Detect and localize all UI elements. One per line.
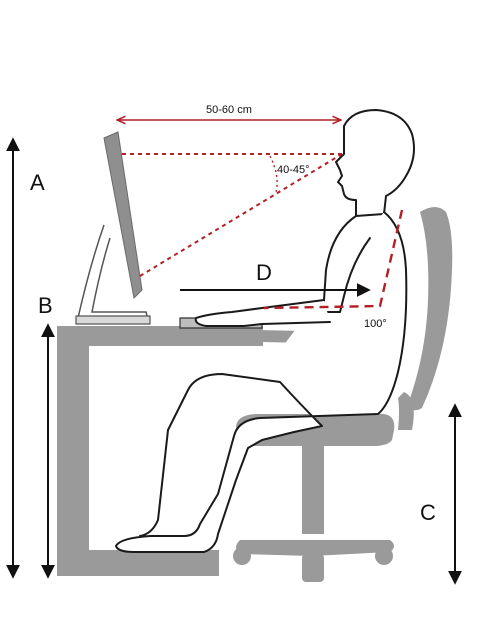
- chair-base: [236, 540, 394, 556]
- chair-column: [302, 446, 324, 534]
- chair-backrest: [408, 207, 453, 411]
- monitor-base: [75, 315, 151, 325]
- desk: [57, 326, 263, 576]
- label-b: B: [38, 293, 53, 318]
- person-head: [335, 109, 415, 217]
- monitor-screen: [103, 131, 143, 300]
- viewing-guides: [118, 120, 404, 310]
- chair-back-support: [398, 392, 414, 430]
- person: [115, 109, 415, 553]
- chair-caster-right: [375, 547, 393, 565]
- label-gaze-angle: 40-45°: [277, 164, 310, 176]
- label-a: A: [30, 170, 45, 195]
- chair-caster-left: [233, 547, 251, 565]
- desk-foot: [57, 550, 219, 576]
- chair-caster-center: [302, 554, 324, 582]
- gaze-angle-arc: [269, 155, 278, 193]
- desk-leg: [57, 326, 89, 558]
- person-forearm-hand: [194, 299, 331, 327]
- label-elbow-angle: 100°: [364, 318, 387, 330]
- label-viewing-distance: 50-60 cm: [206, 104, 252, 116]
- elbow-angle-marker: [263, 209, 404, 310]
- monitor: [75, 131, 151, 325]
- downward-sightline: [139, 153, 343, 277]
- desk-top: [57, 326, 263, 346]
- dimension-arrows: [6, 137, 462, 585]
- label-d: D: [256, 260, 272, 285]
- labels: A B C D 50-60 cm 40-45° 100°: [30, 104, 436, 525]
- label-c: C: [420, 500, 436, 525]
